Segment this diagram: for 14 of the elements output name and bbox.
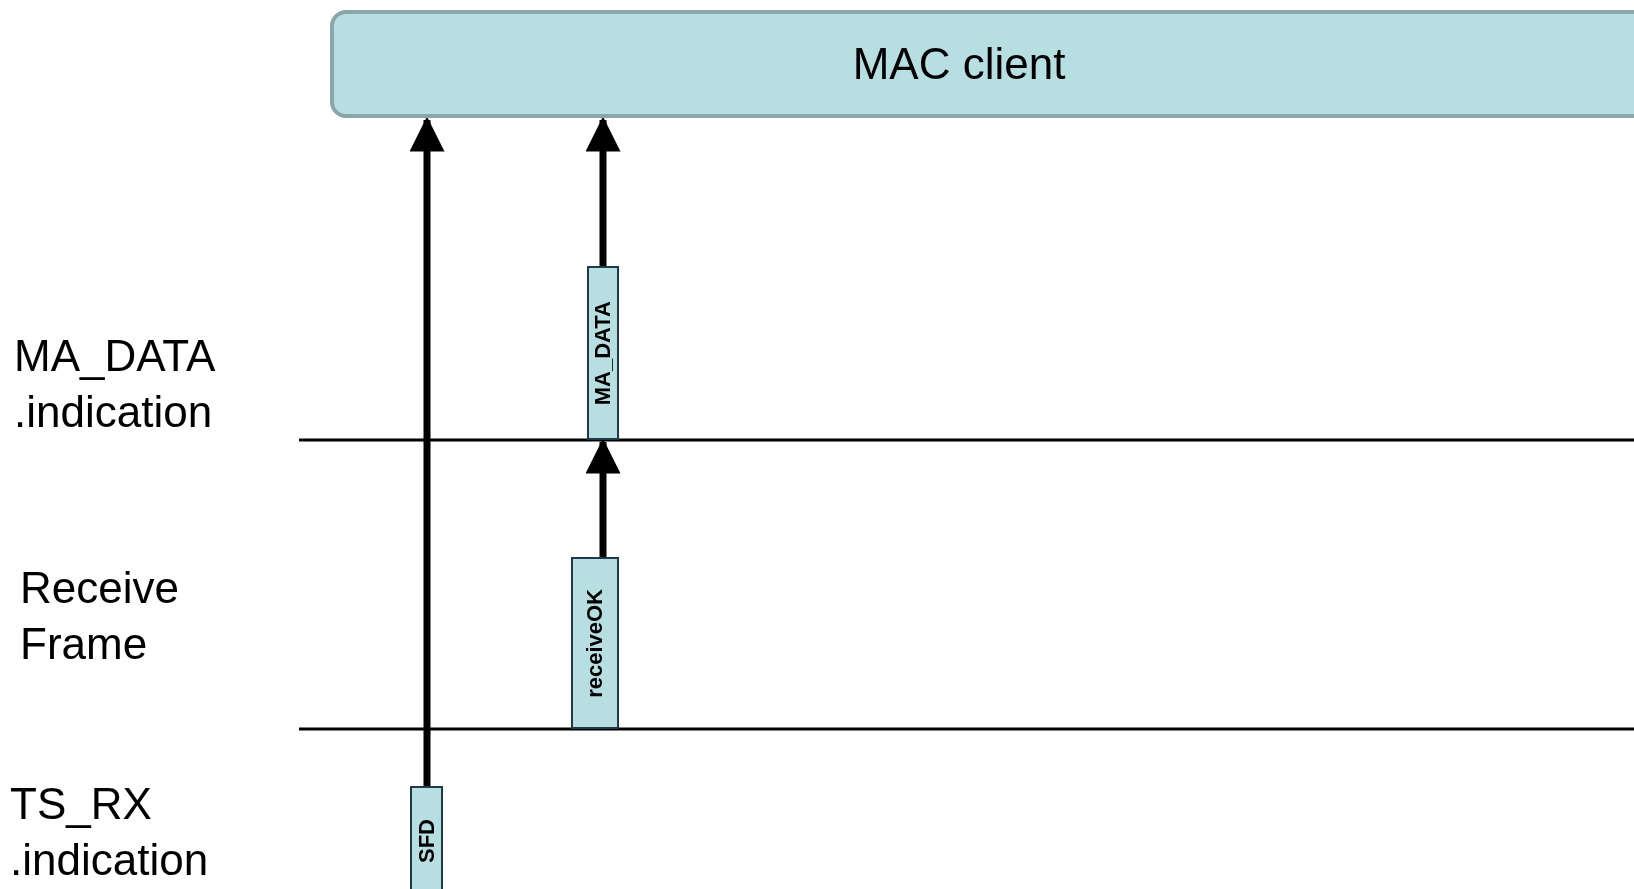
signal-box [571,557,619,729]
layer-label: Receive Frame [20,562,180,670]
signal-label: receiveOK [582,588,608,698]
signal-box [410,786,443,889]
arrow [585,116,621,266]
arrow [409,116,445,786]
signal-label: MA_DATA [590,300,616,406]
arrow [585,438,621,557]
layer-label: TS_RX .indication [10,778,210,886]
client-box [330,10,1634,118]
signal-box [587,266,619,440]
box-title: MAC client [851,39,1067,89]
signal-label: SFD [413,819,440,863]
layer-label: MA_DATA .indication [14,330,215,438]
